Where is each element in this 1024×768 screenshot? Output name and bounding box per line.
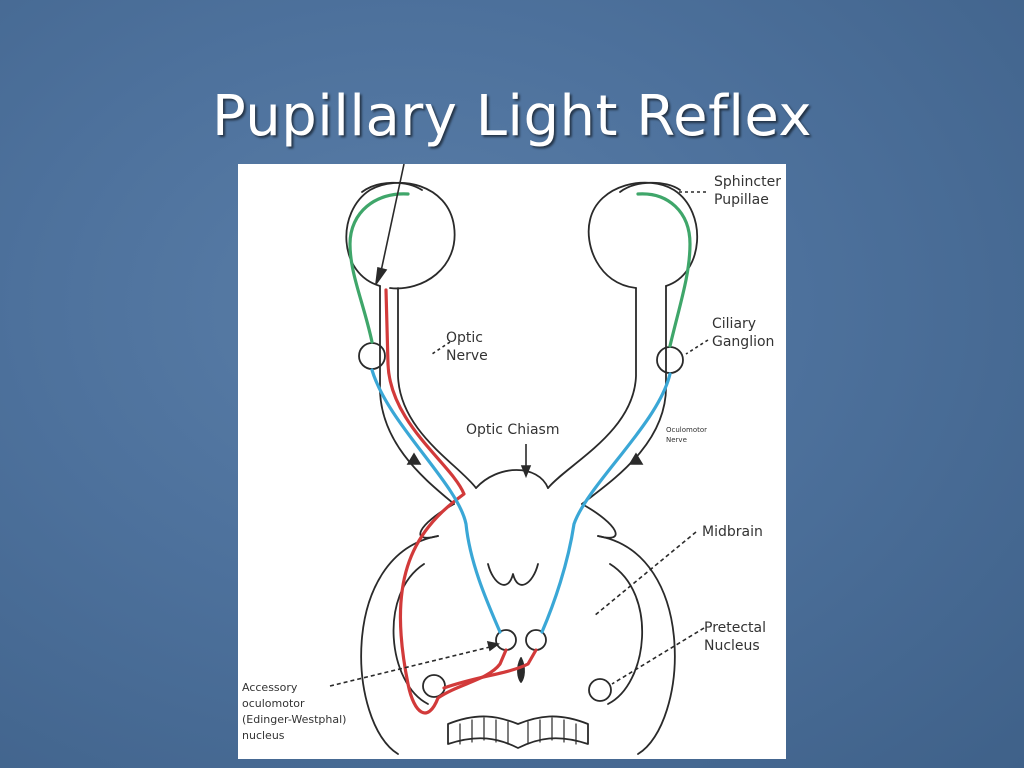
reflex-diagram: Sphincter Pupillae Optic Nerve Ciliary G… (238, 164, 786, 759)
slide-title: Pupillary Light Reflex (211, 84, 813, 149)
label-accessory-line2: oculomotor (242, 697, 305, 710)
label-sphincter-line1: Sphincter (714, 174, 781, 190)
midline-groove (517, 657, 525, 683)
right-ciliary-ganglion (656, 346, 684, 374)
label-pretectal-line1: Pretectal (704, 620, 767, 636)
left-optic-nerve-inner (397, 287, 477, 489)
incoming-light-arrowhead (375, 267, 388, 285)
crus-cerebri (447, 715, 589, 749)
label-optic-nerve-line1: Optic (446, 330, 483, 346)
label-pretectal-line2: Nucleus (704, 638, 760, 654)
afferent-crossing (442, 648, 538, 690)
left-efferent-fiber (370, 368, 502, 634)
label-oculomotor-line2: Nerve (666, 436, 687, 444)
midbrain-inner-left (392, 563, 429, 705)
label-optic-nerve-line2: Nerve (446, 348, 488, 364)
label-accessory-line3: (Edinger-Westphal) (242, 713, 347, 726)
diagram-drawing (329, 164, 709, 755)
label-midbrain: Midbrain (702, 524, 763, 540)
cerebral-aqueduct (487, 563, 539, 586)
label-ciliary-line1: Ciliary (712, 316, 757, 332)
label-oculomotor-line1: Oculomotor (666, 426, 708, 434)
right-optic-nerve-inner (547, 287, 637, 489)
right-cornea (619, 181, 681, 193)
midbrain-outline (360, 535, 676, 755)
edinger-westphal-nucleus (422, 674, 446, 698)
left-ciliary-ganglion (358, 342, 386, 370)
left-postganglionic-fiber (348, 192, 410, 344)
right-efferent-fiber (540, 372, 672, 634)
label-accessory-line4: nucleus (242, 729, 285, 742)
right-postganglionic-fiber (636, 192, 692, 348)
left-cornea (361, 181, 423, 193)
pretectal-nucleus-circle (588, 678, 612, 702)
label-sphincter-line2: Pupillae (714, 192, 769, 208)
label-optic-chiasm: Optic Chiasm (466, 422, 560, 438)
left-optic-nerve-outer (379, 285, 455, 505)
optic-chiasm-notch (475, 469, 549, 489)
label-ciliary-line2: Ganglion (712, 334, 775, 350)
midbrain-inner-right (607, 563, 643, 705)
right-optic-nerve-outer (581, 285, 667, 505)
right-eyeball (587, 181, 698, 289)
incoming-light-arrow (379, 164, 405, 277)
afferent-pathway (384, 288, 508, 715)
left-eyeball (345, 181, 456, 290)
label-accessory-line1: Accessory (242, 681, 298, 694)
optic-tract-right (581, 503, 617, 539)
